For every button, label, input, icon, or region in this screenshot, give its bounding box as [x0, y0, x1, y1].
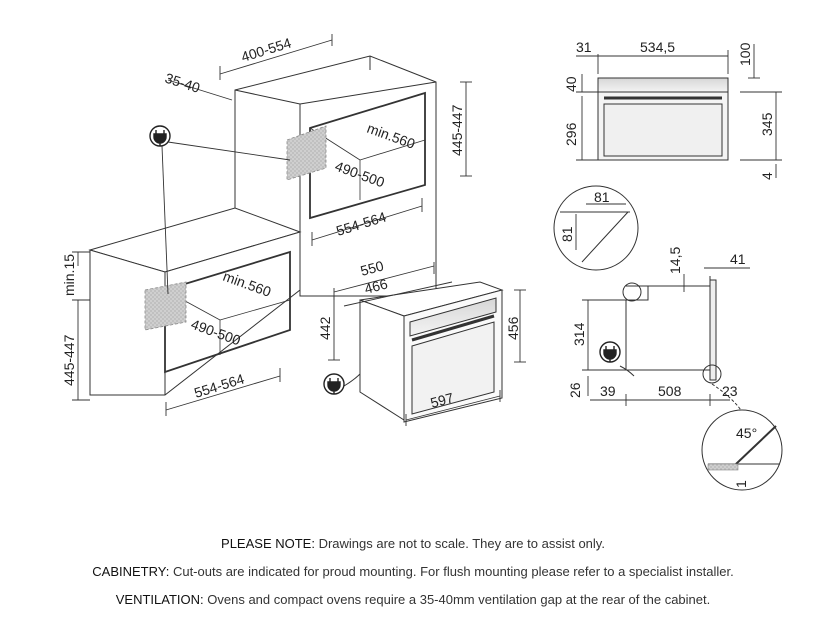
front-view-dimension-lines	[576, 44, 782, 178]
dim-upper-cutout-height: 445-447	[449, 104, 465, 156]
note-cabinetry: CABINETRY: Cut-outs are indicated for pr…	[0, 558, 826, 586]
dim-lower-cutout-width: 554-564	[192, 370, 246, 400]
lower-cabinet	[88, 207, 302, 396]
plug-icon	[149, 125, 171, 147]
dim-side-body-height: 314	[571, 322, 587, 346]
lower-socket-zone	[144, 281, 187, 331]
dim-front-total-height: 345	[759, 112, 775, 136]
dim-side-body-depth: 508	[658, 383, 682, 399]
dim-side-bottom-gap: 26	[567, 382, 583, 398]
dim-lower-top-gap: min.15	[61, 254, 77, 296]
dim-oven-front-height: 456	[505, 316, 521, 340]
dim-oven-body-height: 442	[317, 316, 333, 340]
upper-socket-zone	[286, 125, 327, 181]
dim-side-front-offset: 23	[722, 383, 738, 399]
dim-side-rear-offset: 39	[600, 383, 616, 399]
front-view	[597, 77, 729, 161]
note-text: Cut-outs are indicated for proud mountin…	[169, 564, 734, 579]
side-view-hatch	[707, 463, 739, 471]
notes-block: PLEASE NOTE: Drawings are not to scale. …	[0, 530, 826, 614]
dim-front-bottom-gap: 4	[759, 172, 775, 180]
dim-side-angle: 45°	[736, 425, 757, 441]
note-label: PLEASE NOTE:	[221, 536, 315, 551]
dim-side-detail-width: 81	[594, 189, 610, 205]
oven-dimension-lines	[328, 262, 526, 426]
dim-oven-front-width: 597	[429, 389, 456, 411]
dim-front-body-height: 296	[563, 122, 579, 146]
side-view-dimension-lines	[575, 203, 750, 406]
note-ventilation: VENTILATION: Ovens and compact ovens req…	[0, 586, 826, 614]
plug-pointer-line	[167, 141, 291, 161]
dim-upper-ventilation-gap: 35-40	[163, 70, 202, 96]
oven-plug-icon	[323, 373, 361, 395]
dim-oven-inner-depth: 466	[363, 275, 390, 297]
dim-front-top-strip: 100	[737, 42, 753, 66]
note-text: Ovens and compact ovens require a 35-40m…	[203, 592, 711, 607]
dim-front-door-top: 40	[563, 76, 579, 92]
dim-front-body-width: 534,5	[640, 39, 675, 55]
side-view-plug-icon	[599, 341, 635, 377]
lower-dimension-lines	[72, 251, 281, 416]
dim-oven-body-depth: 550	[359, 257, 386, 279]
dim-side-top-gap: 14,5	[667, 247, 683, 274]
plug-pointer-line	[161, 145, 169, 295]
dim-side-step: 1	[733, 480, 749, 488]
dim-side-front-thickness: 41	[730, 251, 746, 267]
note-label: VENTILATION:	[115, 592, 204, 607]
dim-front-side-offset: 31	[576, 39, 592, 55]
note-label: CABINETRY:	[92, 564, 170, 579]
upper-dimension-lines	[167, 34, 472, 246]
installation-diagram: 400-554 35-40 445-447 min.560 490-500 55…	[61, 34, 783, 491]
note-please: PLEASE NOTE: Drawings are not to scale. …	[0, 530, 826, 558]
note-text: Drawings are not to scale. They are to a…	[314, 536, 605, 551]
oven-isometric	[359, 281, 504, 423]
dim-side-detail-height: 81	[559, 226, 575, 242]
dim-lower-cutout-height: 445-447	[61, 334, 77, 386]
